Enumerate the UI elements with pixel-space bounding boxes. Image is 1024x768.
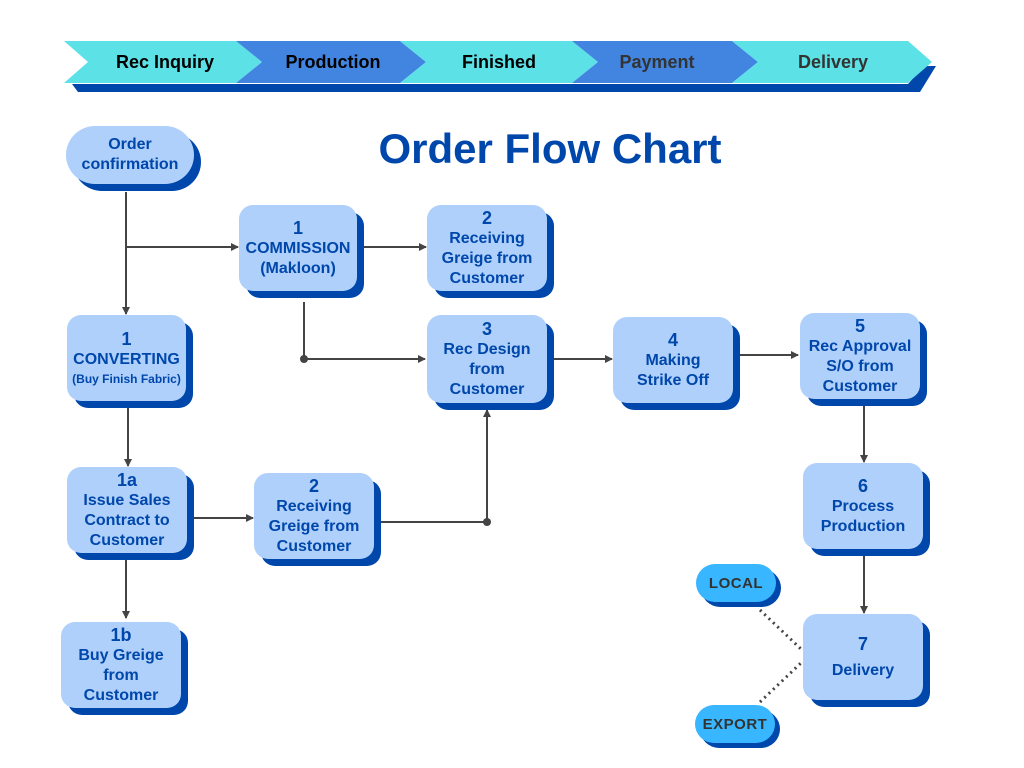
node-label: Issue Sales [83, 492, 171, 509]
node-label: from [103, 667, 139, 684]
tag-export[interactable]: EXPORT [695, 705, 775, 743]
dotted-link-local [758, 608, 804, 652]
stage-label-rec-inquiry: Rec Inquiry [115, 52, 215, 72]
node-rec-design[interactable]: 3 Rec Design from Customer [427, 315, 547, 403]
stage-label-finished: Finished [461, 52, 536, 72]
node-label: (Makloon) [260, 260, 336, 277]
node-label: Greige from [441, 250, 533, 267]
node-number: 2 [308, 476, 319, 496]
node-process-production[interactable]: 6 Process Production [803, 463, 923, 549]
banner-stage-payment [572, 41, 758, 83]
node-number: 1 [121, 329, 132, 349]
node-number: 1a [116, 470, 138, 490]
node-label: Production [820, 518, 906, 535]
node-label: Customer [822, 378, 898, 395]
node-number: 2 [481, 208, 492, 228]
node-label: Customer [276, 538, 352, 555]
node-buy-greige[interactable]: 1b Buy Greige from Customer [61, 622, 181, 708]
node-receiving-greige-top[interactable]: 2 Receiving Greige from Customer [427, 205, 547, 291]
dotted-link-export [758, 660, 804, 704]
node-label: S/O from [826, 358, 894, 375]
node-label: Customer [89, 532, 165, 549]
node-label: Customer [449, 270, 525, 287]
connector-commission-to-rec-design [303, 302, 426, 363]
banner-shadow [72, 66, 936, 92]
node-number: 1 [292, 218, 303, 238]
node-number: 5 [854, 316, 865, 336]
node-label: Buy Greige [78, 647, 164, 664]
node-rec-approval[interactable]: 5 Rec Approval S/O from Customer [800, 313, 920, 399]
node-label: (Buy Finish Fabric) [72, 372, 181, 386]
node-number: 1b [110, 625, 132, 645]
node-label: COMMISSION [245, 240, 351, 257]
node-label: Contract to [84, 512, 170, 529]
banner-stage-delivery [732, 41, 932, 83]
node-label: Greige from [268, 518, 360, 535]
connector-receiving-to-rec-design [380, 409, 491, 523]
node-label: Order [108, 136, 152, 153]
node-number: 7 [857, 634, 868, 654]
node-label: Rec Design [443, 341, 531, 358]
node-label: CONVERTING [73, 351, 180, 368]
node-issue-sales-contract[interactable]: 1a Issue Sales Contract to Customer [67, 467, 187, 553]
node-number: 3 [481, 319, 492, 339]
process-stage-banner [64, 41, 936, 92]
node-label: Customer [449, 381, 525, 398]
node-label: Receiving [276, 498, 352, 515]
banner-stage-production [236, 41, 426, 83]
node-converting[interactable]: 1 CONVERTING (Buy Finish Fabric) [67, 315, 186, 401]
node-receiving-greige-bottom[interactable]: 2 Receiving Greige from Customer [254, 473, 374, 559]
node-label: Rec Approval [808, 338, 912, 355]
node-label: Customer [83, 687, 159, 704]
chart-title: Order Flow Chart [378, 125, 722, 172]
node-number: 6 [857, 476, 868, 496]
node-order-confirmation[interactable]: Order confirmation [66, 126, 194, 184]
node-label: Receiving [449, 230, 525, 247]
node-delivery[interactable]: 7 Delivery [803, 614, 923, 700]
junction-dot [300, 355, 308, 363]
tag-local[interactable]: LOCAL [696, 564, 776, 602]
node-label: Delivery [831, 662, 895, 679]
node-label: Process [831, 498, 895, 515]
node-label: confirmation [81, 156, 179, 173]
banner-stage-finished [400, 41, 598, 83]
banner-stage-rec-inquiry [64, 41, 262, 83]
node-commission[interactable]: 1 COMMISSION (Makloon) [239, 205, 357, 291]
node-label: Making [645, 352, 701, 369]
node-number: 4 [667, 330, 678, 350]
stage-label-delivery: Delivery [797, 52, 869, 72]
node-label: from [469, 361, 505, 378]
junction-dot [483, 518, 491, 526]
stage-label-payment: Payment [619, 52, 695, 72]
node-label: Strike Off [636, 372, 709, 389]
node-making-strike-off[interactable]: 4 Making Strike Off [613, 317, 733, 403]
stage-label-production: Production [285, 52, 381, 72]
